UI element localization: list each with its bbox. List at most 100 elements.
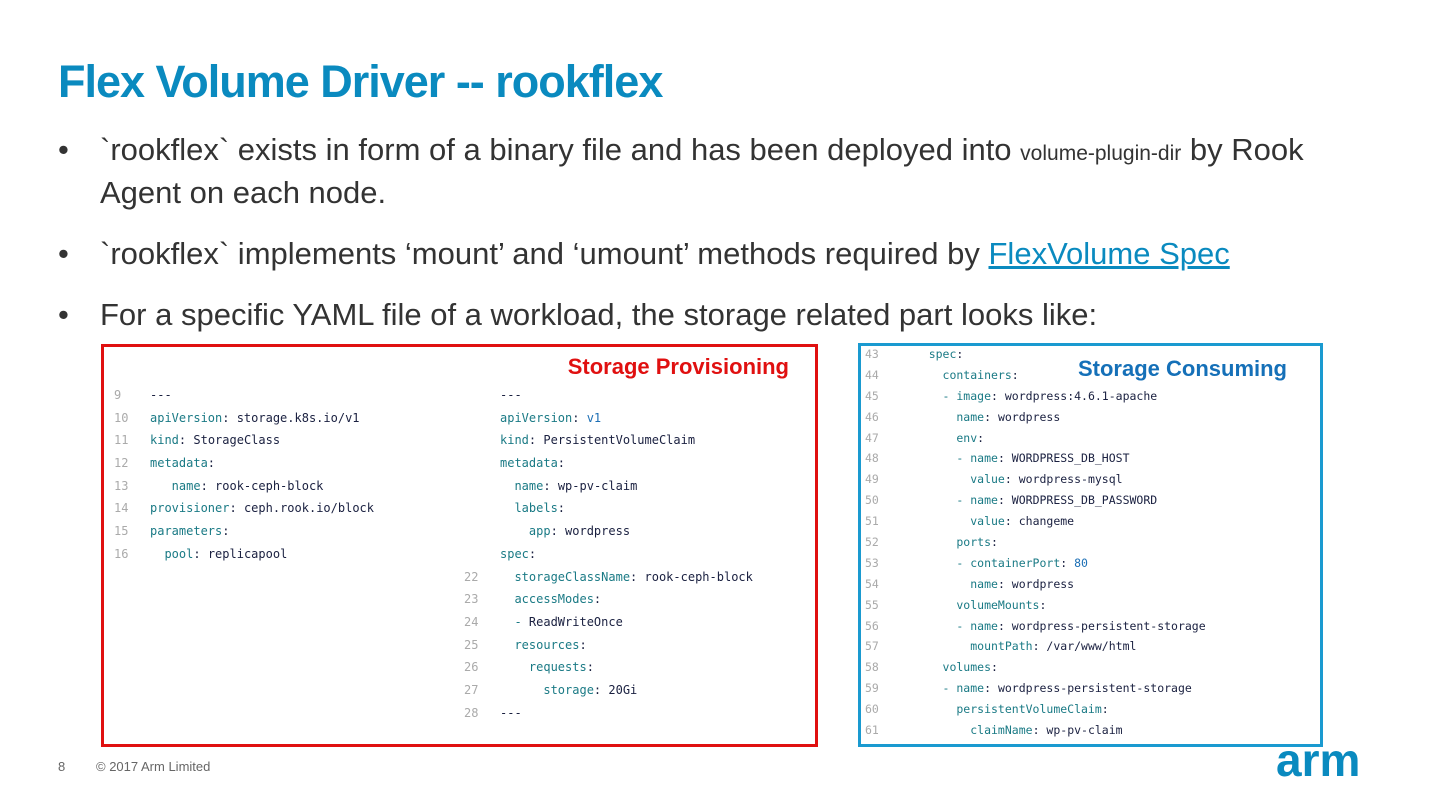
line-number: 9 [114, 388, 122, 402]
code-value: rook-ceph-block [207, 478, 324, 493]
line-number: 55 [865, 597, 879, 612]
bullet-text-end: by Rook Agent on each node. [100, 132, 1304, 210]
storage-provisioning-label: Storage Provisioning [567, 354, 789, 379]
code-value: v1 [579, 410, 602, 425]
line-number: 45 [865, 388, 879, 403]
code-key: persistentVolumeClaim [901, 702, 1102, 717]
line-number: 46 [865, 409, 879, 424]
code-key: - name [901, 681, 985, 696]
code-line: 23 accessModes: [464, 588, 753, 611]
code-key: volumeMounts [901, 597, 1040, 612]
code-value: wordpress:4.6.1-apache [997, 388, 1158, 403]
line-number: 51 [865, 514, 879, 529]
code-key: requests [500, 660, 587, 675]
code-line: 48 - name: WORDPRESS_DB_HOST [865, 448, 1206, 469]
code-key: storage [500, 682, 594, 697]
code-colon: : [178, 433, 187, 448]
bullet-item-yaml: • For a specific YAML file of a workload… [58, 295, 1358, 334]
arm-logo-icon: arm [1276, 734, 1360, 786]
code-value: wp-pv-claim [1039, 723, 1123, 738]
code-value: /var/www/html [1039, 639, 1137, 654]
code-colon: : [956, 347, 964, 361]
code-key: ports [901, 535, 992, 550]
code-line: 28--- [464, 702, 753, 725]
code-key: metadata [150, 456, 208, 471]
code-key: apiVersion [150, 410, 223, 425]
code-key: volumes [901, 660, 992, 675]
bullet-text: `rookflex` implements ‘mount’ and ‘umoun… [100, 236, 989, 271]
code-line: 61 claimName: wp-pv-claim [865, 720, 1206, 741]
bullet-icon: • [58, 297, 69, 332]
code-key: - name [901, 451, 998, 466]
code-colon: : [1039, 597, 1047, 612]
code-key: apiVersion [500, 410, 573, 425]
arm-logo: arm [1276, 734, 1372, 787]
copyright-text: © 2017 Arm Limited [96, 759, 211, 774]
code-line: 25 resources: [464, 634, 753, 657]
code-value: wordpress [1004, 576, 1075, 591]
line-number: 15 [114, 524, 129, 539]
code-value: ceph.rook.io/block [236, 501, 374, 516]
code-colon: : [572, 410, 580, 425]
code-value: wordpress-persistent-storage [991, 681, 1192, 696]
line-number: 59 [865, 681, 879, 696]
code-colon: : [528, 546, 537, 561]
code-key: mountPath [901, 639, 1033, 654]
code-colon: : [528, 433, 537, 448]
line-number: 54 [865, 576, 879, 591]
code-value: ReadWriteOnce [528, 614, 623, 629]
code-colon: : [997, 451, 1005, 466]
code-line: kind: PersistentVolumeClaim [464, 429, 753, 452]
code-colon: : [984, 681, 992, 696]
code-key: --- [500, 705, 522, 720]
code-colon: : [997, 576, 1005, 591]
code-value: WORDPRESS_DB_HOST [1004, 451, 1130, 466]
code-key: app [500, 524, 551, 539]
line-number: 13 [114, 478, 129, 493]
code-line: 55 volumeMounts: [865, 595, 1206, 616]
code-line: 47 env: [865, 428, 1206, 449]
code-line: 58 volumes: [865, 657, 1206, 678]
code-colon: : [991, 535, 998, 550]
line-number: 24 [464, 614, 479, 629]
code-key: claimName [901, 723, 1033, 738]
code-line: 52 ports: [865, 532, 1206, 553]
code-line: name: wp-pv-claim [464, 475, 753, 498]
code-colon: : [579, 637, 587, 652]
code-line: 56 - name: wordpress-persistent-storage [865, 616, 1206, 637]
bullet-text: `rookflex` exists in form of a binary fi… [100, 132, 1021, 167]
code-key: parameters [150, 524, 223, 539]
code-colon: : [586, 660, 594, 675]
line-number: 10 [114, 410, 129, 425]
code-value: wordpress-persistent-storage [1004, 618, 1206, 633]
storage-provisioning-box: Storage Provisioning 9 --- 10 apiVersion: s… [101, 344, 818, 747]
code-line: 46 name: wordpress [865, 407, 1206, 428]
line-number: 22 [464, 569, 479, 584]
code-line: app: wordpress [464, 520, 753, 543]
code-key: metadata [500, 456, 558, 471]
flexvolume-spec-link[interactable]: FlexVolume Spec [988, 236, 1230, 271]
code-colon: : [991, 388, 998, 403]
pvc-code: --- apiVersion: v1 kind: PersistentVolumeC… [464, 384, 753, 724]
line-number: 60 [865, 702, 879, 717]
code-value: WORDPRESS_DB_PASSWORD [1004, 493, 1158, 508]
code-value: PersistentVolumeClaim [536, 433, 696, 448]
code-colon: : [1004, 472, 1012, 487]
code-line: 51 value: changeme [865, 511, 1206, 532]
code-key: accessModes [500, 592, 594, 607]
code-key: value [901, 514, 1005, 529]
code-colon: : [222, 410, 230, 425]
line-number: 47 [865, 430, 879, 445]
code-colon: : [550, 524, 558, 539]
arm-logo-text: arm [1276, 742, 1360, 782]
line-number: 44 [865, 367, 879, 382]
line-number: 27 [464, 682, 479, 697]
code-value: 80 [1067, 555, 1088, 570]
bullet-text: For a specific YAML file of a workload, … [100, 297, 1098, 332]
bullet-list: • `rookflex` exists in form of a binary … [58, 130, 1358, 334]
code-key: - [500, 614, 529, 629]
